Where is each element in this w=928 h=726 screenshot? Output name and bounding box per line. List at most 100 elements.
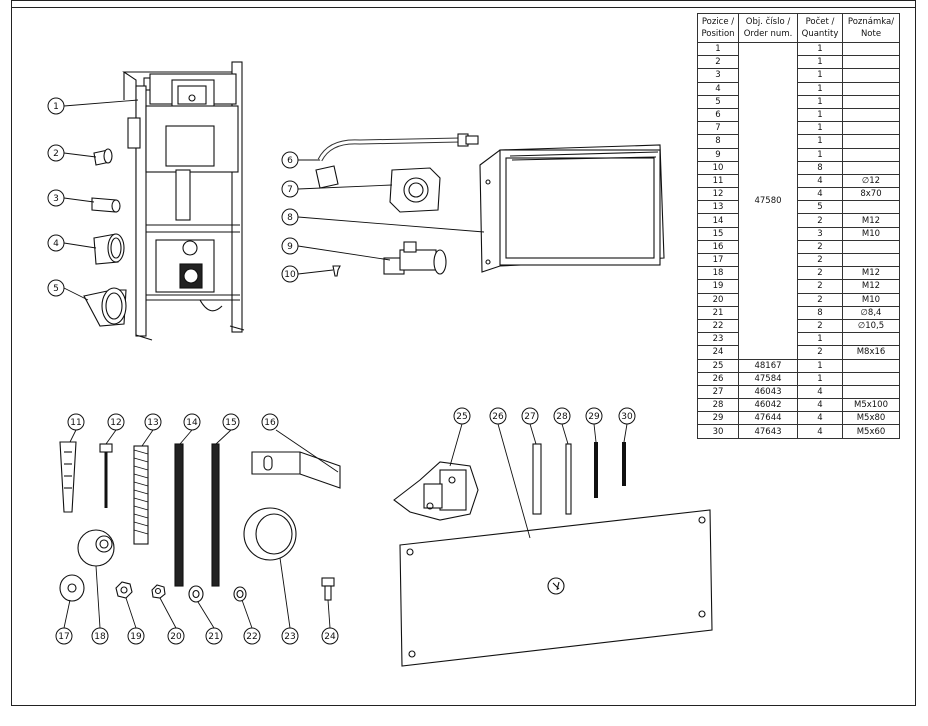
callout-label: 13 xyxy=(147,418,158,428)
callout-17: 17 xyxy=(55,627,73,645)
callout-1: 1 xyxy=(47,97,65,115)
cell-quantity: 8 xyxy=(797,160,843,175)
cell-position: 16 xyxy=(697,239,739,255)
cell-order: 46042 xyxy=(738,398,798,413)
cell-qty: 4 xyxy=(797,424,843,439)
cell-note: M12 xyxy=(842,266,900,281)
callout-label: 3 xyxy=(53,194,59,204)
callout-21: 21 xyxy=(205,627,223,645)
callout-10: 10 xyxy=(281,265,299,283)
callout-24: 24 xyxy=(321,627,339,645)
leader-lines xyxy=(63,99,628,629)
cell-quantity: 2 xyxy=(797,279,843,294)
cell-position: 11 xyxy=(697,173,739,189)
cell-position: 17 xyxy=(697,252,739,268)
cell-quantity: 1 xyxy=(797,121,843,136)
cell-order: 47643 xyxy=(738,424,798,439)
cell-quantity: 2 xyxy=(797,345,843,360)
cell-quantity: 4 xyxy=(797,187,843,202)
cell-note xyxy=(842,384,900,400)
part-18-cap xyxy=(77,529,115,567)
callout-22: 22 xyxy=(243,627,261,645)
part-16-bracket xyxy=(251,451,341,489)
cell-pos: 28 xyxy=(697,398,739,413)
callout-4: 4 xyxy=(47,234,65,252)
callout-12: 12 xyxy=(107,413,125,431)
cell-order: 46043 xyxy=(738,384,798,400)
callout-label: 29 xyxy=(588,412,600,422)
part-15-threaded-rod xyxy=(211,443,220,587)
cell-note xyxy=(842,55,900,70)
callout-label: 5 xyxy=(53,284,59,294)
part-17-washer xyxy=(59,574,85,602)
cell-note xyxy=(842,371,900,386)
callout-label: 6 xyxy=(287,156,293,166)
part-6-hose xyxy=(315,133,479,189)
cell-pos: 29 xyxy=(697,411,739,426)
part-8-niche-box xyxy=(479,144,665,273)
cell-qty: 1 xyxy=(797,371,843,386)
cell-pos: 30 xyxy=(697,424,739,439)
cell-quantity: 5 xyxy=(797,200,843,215)
part-20-nut xyxy=(151,584,166,599)
callout-6: 6 xyxy=(281,151,299,169)
callout-label: 24 xyxy=(324,632,336,642)
cell-quantity: 2 xyxy=(797,266,843,281)
cell-quantity: 4 xyxy=(797,173,843,189)
callout-label: 30 xyxy=(621,412,633,422)
cell-quantity: 1 xyxy=(797,55,843,70)
cell-quantity: 8 xyxy=(797,305,843,320)
callout-29: 29 xyxy=(585,407,603,425)
cell-note: M8x16 xyxy=(842,345,900,360)
cell-qty: 1 xyxy=(797,358,843,373)
callout-19: 19 xyxy=(127,627,145,645)
part-3-pipe xyxy=(91,197,121,213)
callout-25: 25 xyxy=(453,407,471,425)
cell-position: 9 xyxy=(697,147,739,162)
cell-note xyxy=(842,160,900,175)
cell-note xyxy=(842,239,900,255)
cell-position: 6 xyxy=(697,107,739,123)
callout-label: 15 xyxy=(225,418,236,428)
cell-position: 3 xyxy=(697,68,739,83)
part-28-rod xyxy=(565,443,572,515)
part-22-washer xyxy=(233,586,247,602)
callout-label: 17 xyxy=(58,632,69,642)
callout-label: 12 xyxy=(110,418,121,428)
cell-order-number: 47580 xyxy=(738,42,798,360)
callout-23: 23 xyxy=(281,627,299,645)
cell-quantity: 2 xyxy=(797,292,843,307)
callout-label: 19 xyxy=(130,632,142,642)
cell-position: 7 xyxy=(697,121,739,136)
cell-position: 8 xyxy=(697,134,739,149)
cell-position: 1 xyxy=(697,41,739,57)
part-21-washer xyxy=(188,585,204,603)
part-12-screw xyxy=(99,443,113,508)
callout-14: 14 xyxy=(183,413,201,431)
part-24-bolt xyxy=(321,577,335,601)
callout-28: 28 xyxy=(553,407,571,425)
cell-position: 2 xyxy=(697,55,739,70)
title-strip xyxy=(11,0,916,8)
cell-note xyxy=(842,94,900,109)
part-26-cover-plate xyxy=(399,509,713,667)
part-2-sleeve xyxy=(93,148,113,166)
callout-8: 8 xyxy=(281,208,299,226)
cell-note: 8x70 xyxy=(842,187,900,202)
callout-label: 21 xyxy=(208,632,219,642)
